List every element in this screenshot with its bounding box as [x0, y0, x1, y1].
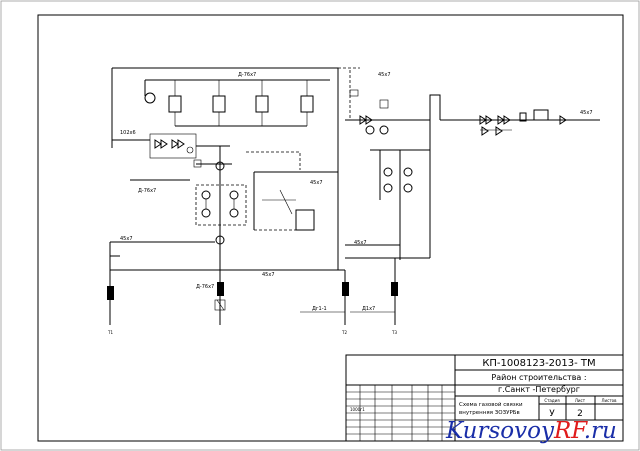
gas-schematic: Д-76х7 45х7 102х6 Д-76х7 45х7 45х7 45х7 … — [107, 67, 600, 335]
valve-cluster-right — [359, 99, 389, 135]
pipe-label-center-bottom: 45х7 — [262, 272, 275, 278]
valve-cluster-far-right — [479, 109, 567, 136]
drawing-frame — [37, 14, 624, 442]
pipe-label-left-upper: 102х6 — [120, 130, 136, 136]
drawing-title-line-1: Район строительства : — [491, 373, 586, 382]
pump-assembly — [195, 184, 247, 245]
drawing-title-line-2: г.Санкт -Петербург — [498, 385, 580, 394]
pipe-label-lower-left: Д-76х7 — [196, 284, 214, 290]
sheet-number: 2 — [577, 409, 583, 419]
column-header-stage: Стадия — [544, 398, 560, 403]
node-label-t2: Т2 — [341, 330, 347, 335]
watermark-logo: KursovoyRF.ru — [446, 418, 640, 451]
column-header-sheet: Лист — [575, 398, 586, 403]
pipe-label-left-lower: 45х7 — [120, 236, 133, 242]
valve-cluster-left — [149, 133, 230, 159]
title-block-left-cell: 1000г1 — [350, 407, 365, 412]
column-header-sheets: Листов — [602, 398, 618, 403]
drawing-description-line-2: внутренняя ЗОЗУРБв — [459, 410, 520, 416]
watermark-part-2: RF — [553, 418, 584, 444]
stage-value: У — [549, 409, 555, 419]
node-label-t3: Т3 — [391, 330, 397, 335]
pipe-label-left-mid: Д-76х7 — [138, 188, 156, 194]
pump-symbol — [144, 92, 156, 104]
title-block: КП-1008123-2013- ТМ Район строительства … — [345, 354, 624, 442]
pipe-label-center-mid: 45х7 — [310, 180, 323, 186]
watermark-part-3: .ru — [583, 418, 617, 444]
drawing-code: КП-1008123-2013- ТМ — [482, 358, 595, 369]
pipe-label-right-mid: 45х7 — [354, 240, 367, 246]
pipe-label-bottom-a: Дг1-1 — [312, 306, 327, 312]
pipe-label-right-far: 45х7 — [580, 110, 593, 116]
pipe-label-top-right: 45х7 — [378, 72, 391, 78]
vessel-row — [144, 80, 314, 127]
pipe-label-bottom-b: Д1х7 — [362, 306, 375, 312]
node-label-t1: Т1 — [107, 330, 113, 335]
meter-1 — [107, 286, 114, 300]
watermark-part-1: Kursovoy — [446, 418, 554, 444]
drawing-description-line-1: Схема газовой связки — [459, 401, 523, 408]
pipe-label-top-center: Д-76х7 — [238, 72, 256, 78]
tank — [295, 209, 315, 231]
meter-2 — [217, 282, 224, 296]
